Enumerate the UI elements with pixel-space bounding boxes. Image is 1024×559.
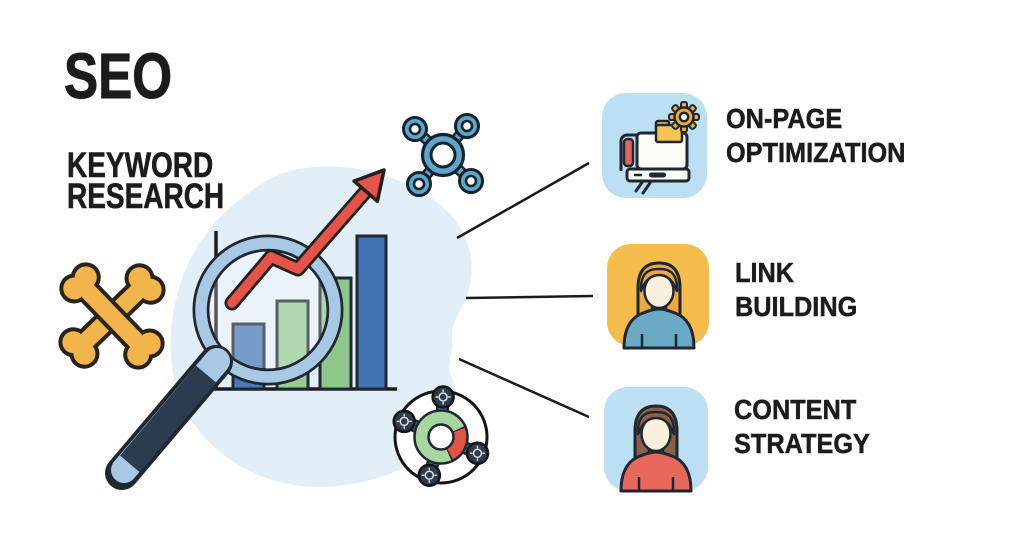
page-title: SEO	[64, 40, 173, 112]
item-label-content-strategy: CONTENT STRATEGY	[734, 393, 870, 461]
donut-gears-icon	[392, 385, 490, 487]
item-label-line: BUILDING	[735, 291, 858, 323]
connector-line	[456, 161, 590, 240]
item-label-line: STRATEGY	[734, 428, 870, 460]
keyword-label-line1: KEYWORD	[67, 146, 214, 185]
magnifier-handle	[105, 345, 233, 490]
keyword-research-label: KEYWORD RESEARCH	[67, 146, 225, 216]
growth-arrow-icon	[224, 168, 386, 311]
item-tile-content-strategy	[604, 387, 708, 493]
network-nodes-icon	[402, 113, 484, 197]
laptop-gear-icon	[619, 101, 700, 195]
magnifier-icon	[105, 234, 344, 490]
connector-line	[458, 357, 590, 419]
crossed-bones-icon	[52, 256, 172, 376]
gear-icon	[668, 101, 700, 133]
item-label-line: CONTENT	[734, 394, 857, 426]
chart-bar	[355, 234, 388, 391]
magnifier-glass	[209, 251, 327, 369]
item-label-line: ON-PAGE	[726, 103, 843, 135]
item-label-line: LINK	[735, 257, 795, 289]
connector-line	[465, 294, 594, 300]
item-label-line: OPTIMIZATION	[726, 137, 906, 169]
item-label-on-page-optimization: ON-PAGE OPTIMIZATION	[726, 102, 906, 170]
item-label-link-building: LINK BUILDING	[735, 256, 858, 324]
item-tile-on-page-optimization	[602, 93, 707, 198]
keyword-label-line2: RESEARCH	[67, 177, 225, 216]
item-tile-link-building	[607, 244, 709, 350]
